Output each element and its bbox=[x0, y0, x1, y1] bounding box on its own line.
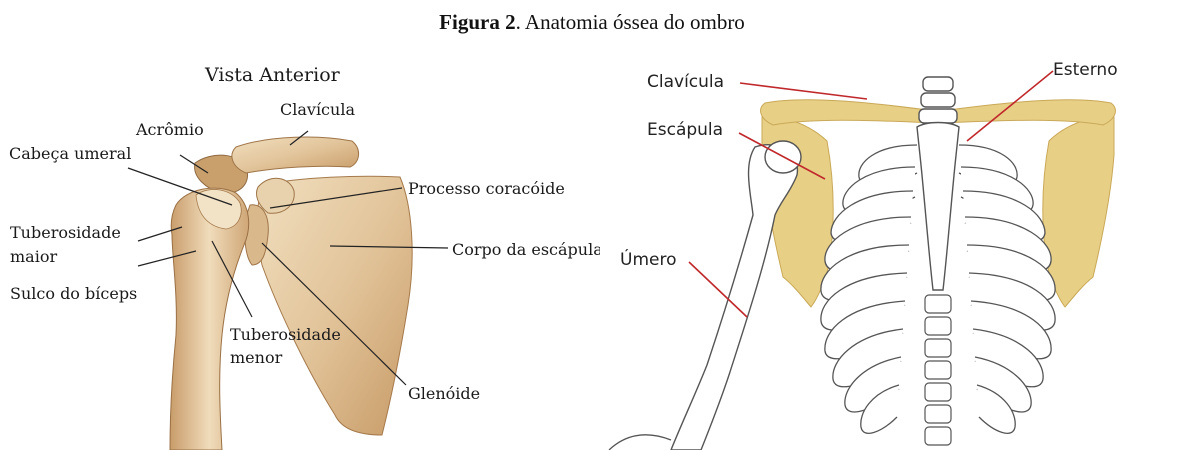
clavicle-shape bbox=[232, 137, 359, 173]
sternum-shape bbox=[917, 123, 959, 291]
ribs-right-group bbox=[959, 145, 1055, 433]
label-clavicula-right: Clavícula bbox=[647, 72, 724, 92]
figure-caption: Figura 2. Anatomia óssea do ombro bbox=[0, 10, 1184, 35]
humerus-right-panel-shape bbox=[671, 145, 797, 450]
label-tuberosidade-menor-line1: Tuberosidade bbox=[230, 325, 341, 344]
label-tuberosidade-maior-line1: Tuberosidade bbox=[10, 223, 121, 242]
label-tuberosidade-maior-line2: maior bbox=[10, 247, 57, 266]
clavicle-right-shape bbox=[939, 100, 1115, 125]
label-processo-coracoide: Processo coracóide bbox=[408, 179, 565, 198]
label-sulco-biceps: Sulco do bíceps bbox=[10, 284, 137, 303]
label-corpo-escapula: Corpo da escápula bbox=[452, 240, 600, 259]
label-escapula: Escápula bbox=[647, 120, 723, 140]
vertebrae-group bbox=[919, 77, 957, 123]
skeleton-diagram: Clavícula Esterno Escápula Úmero bbox=[605, 55, 1184, 450]
label-esterno: Esterno bbox=[1053, 60, 1118, 80]
vista-anterior-title: Vista Anterior bbox=[204, 64, 341, 86]
anterior-view-svg: Vista Anterior Clavícula Acrômio Cabeça … bbox=[0, 55, 600, 450]
label-cabeca-umeral: Cabeça umeral bbox=[9, 144, 131, 163]
label-tuberosidade-menor-line2: menor bbox=[230, 348, 283, 367]
spine-lower-group bbox=[925, 295, 951, 445]
scapula-right-shape bbox=[1043, 117, 1114, 307]
figure-caption-prefix: Figura 2 bbox=[439, 10, 515, 34]
label-umero: Úmero bbox=[620, 248, 676, 270]
label-clavicula-left: Clavícula bbox=[280, 100, 355, 119]
figure-caption-text: . Anatomia óssea do ombro bbox=[516, 10, 745, 34]
label-acromio: Acrômio bbox=[135, 120, 204, 139]
skeleton-svg: Clavícula Esterno Escápula Úmero bbox=[605, 55, 1184, 450]
scapula-body-shape bbox=[258, 176, 413, 435]
anterior-view-diagram: Vista Anterior Clavícula Acrômio Cabeça … bbox=[0, 55, 600, 450]
ribs-left-group bbox=[821, 145, 917, 433]
clavicle-left-shape bbox=[761, 100, 937, 125]
label-glenoide: Glenóide bbox=[408, 384, 480, 403]
